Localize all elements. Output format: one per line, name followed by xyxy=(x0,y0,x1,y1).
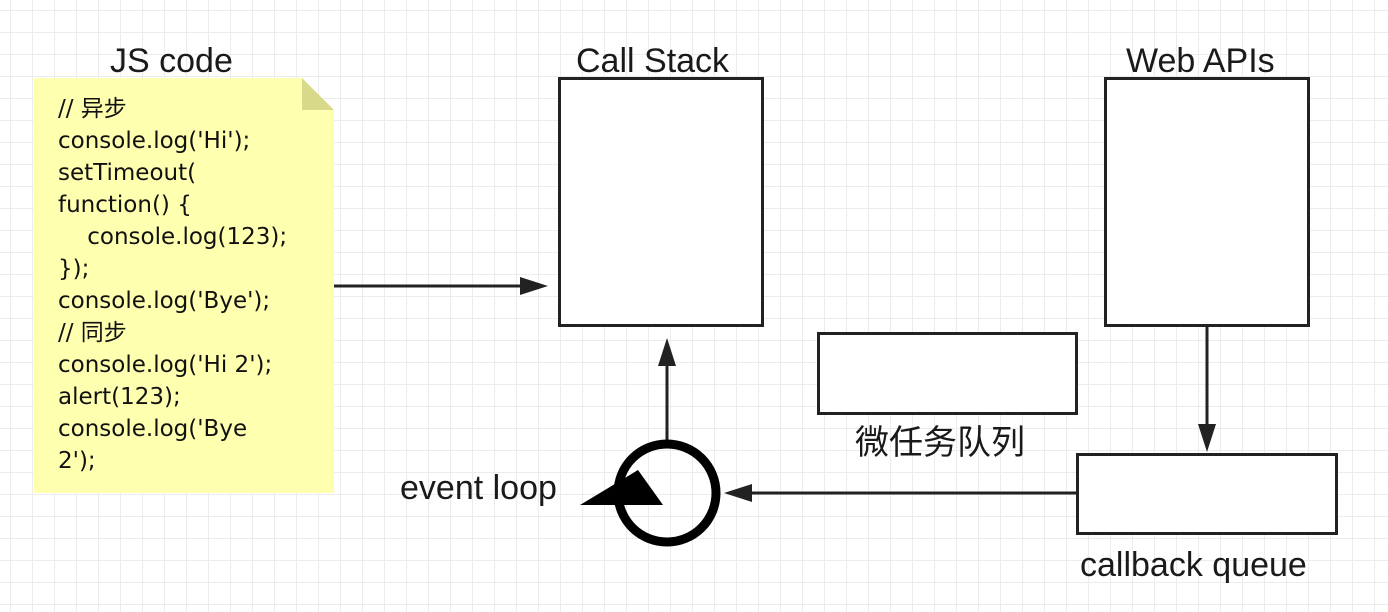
web-apis-title: Web APIs xyxy=(1126,42,1275,80)
arrow-code-to-callstack xyxy=(334,277,548,295)
arrow-callback-queue-to-event-loop xyxy=(724,484,1076,502)
code-line: setTimeout( xyxy=(58,160,197,186)
call-stack-box[interactable] xyxy=(558,77,764,327)
arrow-webapis-to-callback-queue xyxy=(1198,327,1216,452)
event-loop-label: event loop xyxy=(400,469,557,507)
microtask-queue-box[interactable] xyxy=(817,332,1078,415)
code-line: console.log('Hi 2'); xyxy=(58,352,273,378)
microtask-queue-label: 微任务队列 xyxy=(855,424,1025,462)
code-line: console.log('Bye'); xyxy=(58,288,271,314)
call-stack-title: Call Stack xyxy=(576,42,730,80)
code-line: alert(123); xyxy=(58,384,181,410)
arrow-event-loop-to-callstack xyxy=(658,338,676,440)
js-code-note[interactable]: // 异步 console.log('Hi'); setTimeout( fun… xyxy=(34,78,334,493)
code-line: console.log(123); xyxy=(58,224,288,250)
code-line: console.log('Bye xyxy=(58,416,248,442)
note-shape xyxy=(34,78,334,493)
code-line: function() { xyxy=(58,192,192,218)
note-fold-icon xyxy=(302,78,334,110)
code-line: }); xyxy=(58,256,90,282)
js-code-title: JS code xyxy=(110,42,233,80)
web-apis-box[interactable] xyxy=(1104,77,1310,327)
code-block: // 异步 console.log('Hi'); setTimeout( fun… xyxy=(58,93,287,477)
code-line: console.log('Hi'); xyxy=(58,128,251,154)
callback-queue-box[interactable] xyxy=(1076,453,1338,535)
callback-queue-label: callback queue xyxy=(1080,546,1307,584)
code-line: 2'); xyxy=(58,448,96,474)
code-line: // 同步 xyxy=(58,320,127,346)
code-line: // 异步 xyxy=(58,96,127,122)
note-body xyxy=(34,78,334,493)
event-loop-icon xyxy=(580,439,721,547)
